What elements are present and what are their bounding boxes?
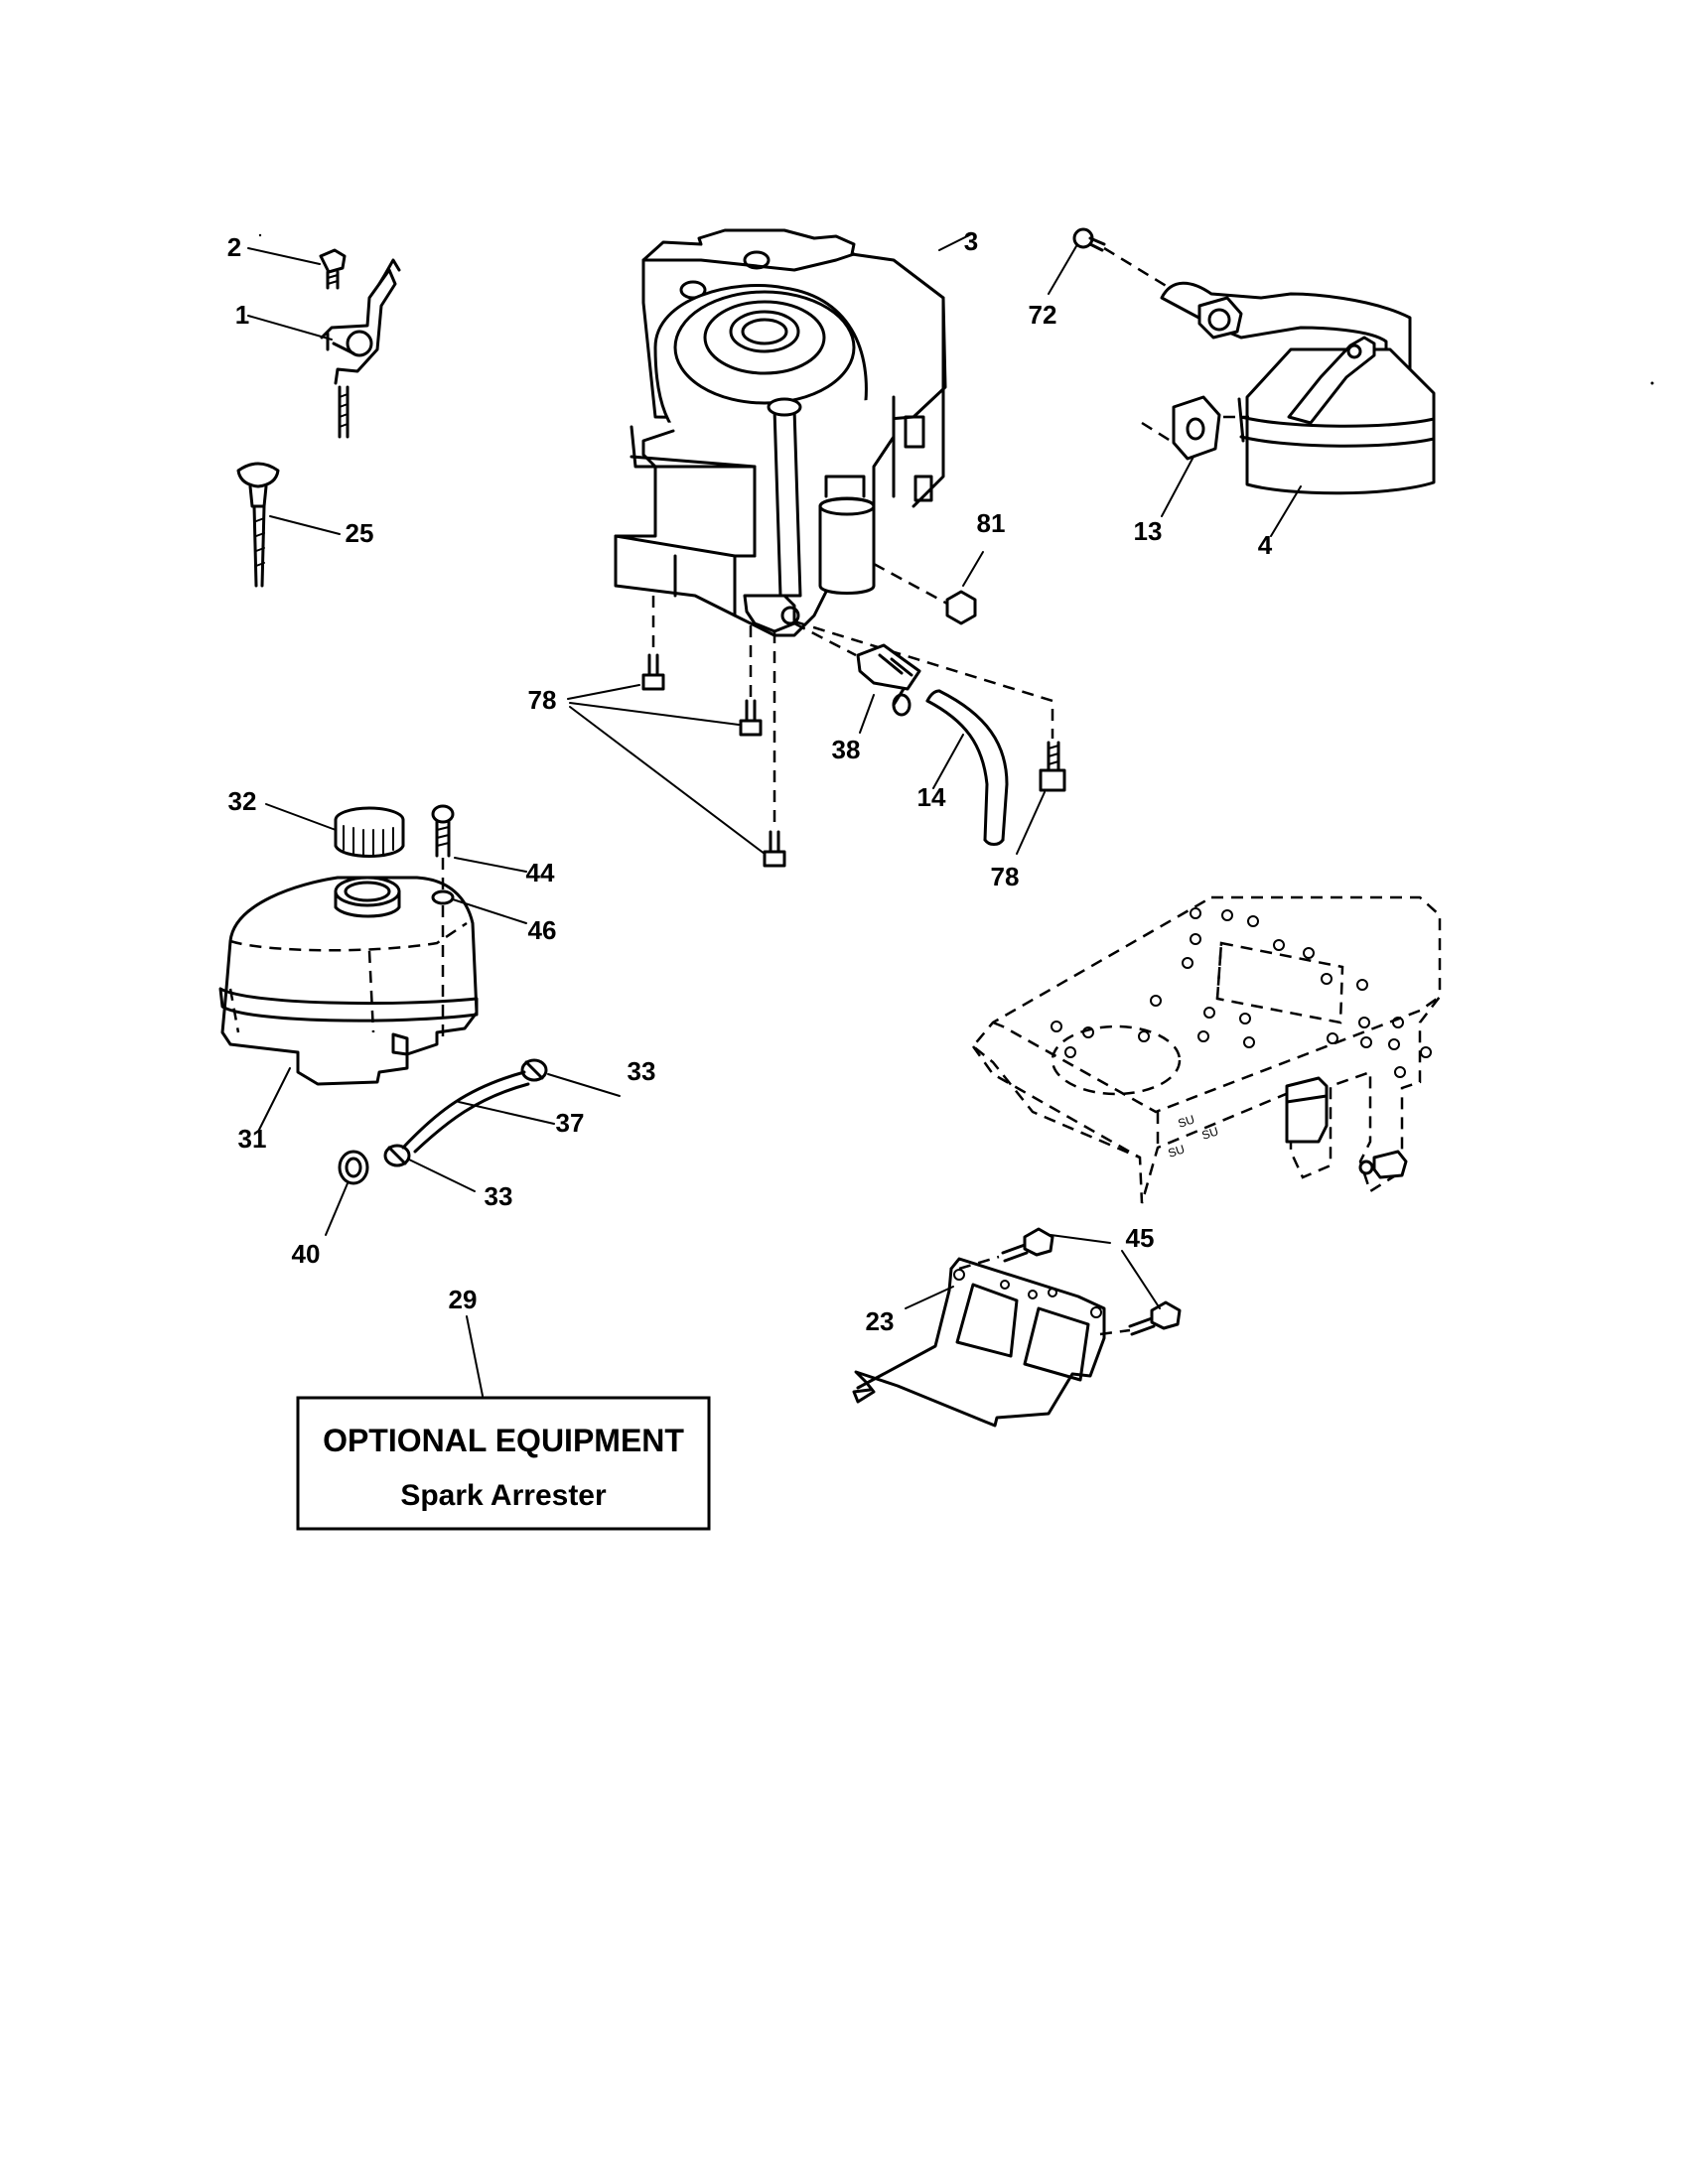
callout-4: 4	[1258, 530, 1273, 560]
speck	[258, 233, 262, 237]
callout-14: 14	[917, 782, 946, 812]
callout-46: 46	[528, 915, 557, 945]
muffler-assembly	[1048, 227, 1436, 537]
callout-38: 38	[832, 735, 861, 764]
fuel-tank-part-31	[218, 876, 479, 1133]
callout-1: 1	[235, 300, 249, 330]
screw-and-washer-44-46	[431, 804, 527, 1036]
callout-29: 29	[449, 1285, 478, 1314]
frame-mark: SU	[1200, 1124, 1220, 1142]
callout-3: 3	[964, 226, 978, 256]
callout-45: 45	[1126, 1223, 1155, 1253]
bolts-part-78	[567, 596, 1066, 868]
drain-valve-and-hose	[793, 621, 1009, 846]
optional-equipment-title: OPTIONAL EQUIPMENT	[323, 1423, 684, 1458]
callout-33-lower: 33	[485, 1181, 513, 1211]
throttle-control-bracket	[247, 247, 401, 439]
callout-labels: 2 1 25 3 72 81 13 4 78 38 14 78 32 44 46…	[227, 226, 1273, 1336]
callout-13: 13	[1134, 516, 1163, 546]
callout-25: 25	[346, 518, 374, 548]
nut-part-81	[873, 551, 984, 625]
fuel-cap-part-32	[265, 803, 405, 858]
fuel-line-parts	[325, 1058, 621, 1236]
callout-33-upper: 33	[628, 1056, 656, 1086]
callout-78-left: 78	[528, 685, 557, 715]
callout-23: 23	[866, 1306, 895, 1336]
heat-shield-part-23	[852, 1227, 1182, 1428]
optional-equipment-box: OPTIONAL EQUIPMENT Spark Arrester	[296, 1315, 711, 1531]
frame-mark: SU	[1167, 1142, 1187, 1160]
callout-40: 40	[292, 1239, 321, 1269]
frame-mark: SU	[1177, 1112, 1196, 1130]
callout-31: 31	[238, 1124, 267, 1154]
frame-dashed: SU SU SU	[971, 895, 1442, 1204]
knob-part-25	[236, 462, 341, 588]
callout-72: 72	[1029, 300, 1057, 330]
spark-arrester-label: Spark Arrester	[400, 1479, 607, 1512]
callout-37: 37	[556, 1108, 585, 1138]
callout-81: 81	[977, 508, 1006, 538]
speck	[1650, 381, 1654, 385]
callout-78-right: 78	[991, 862, 1020, 891]
engine-assembly	[614, 228, 972, 637]
callout-44: 44	[526, 858, 555, 887]
callout-32: 32	[228, 786, 257, 816]
callout-2: 2	[227, 232, 241, 262]
